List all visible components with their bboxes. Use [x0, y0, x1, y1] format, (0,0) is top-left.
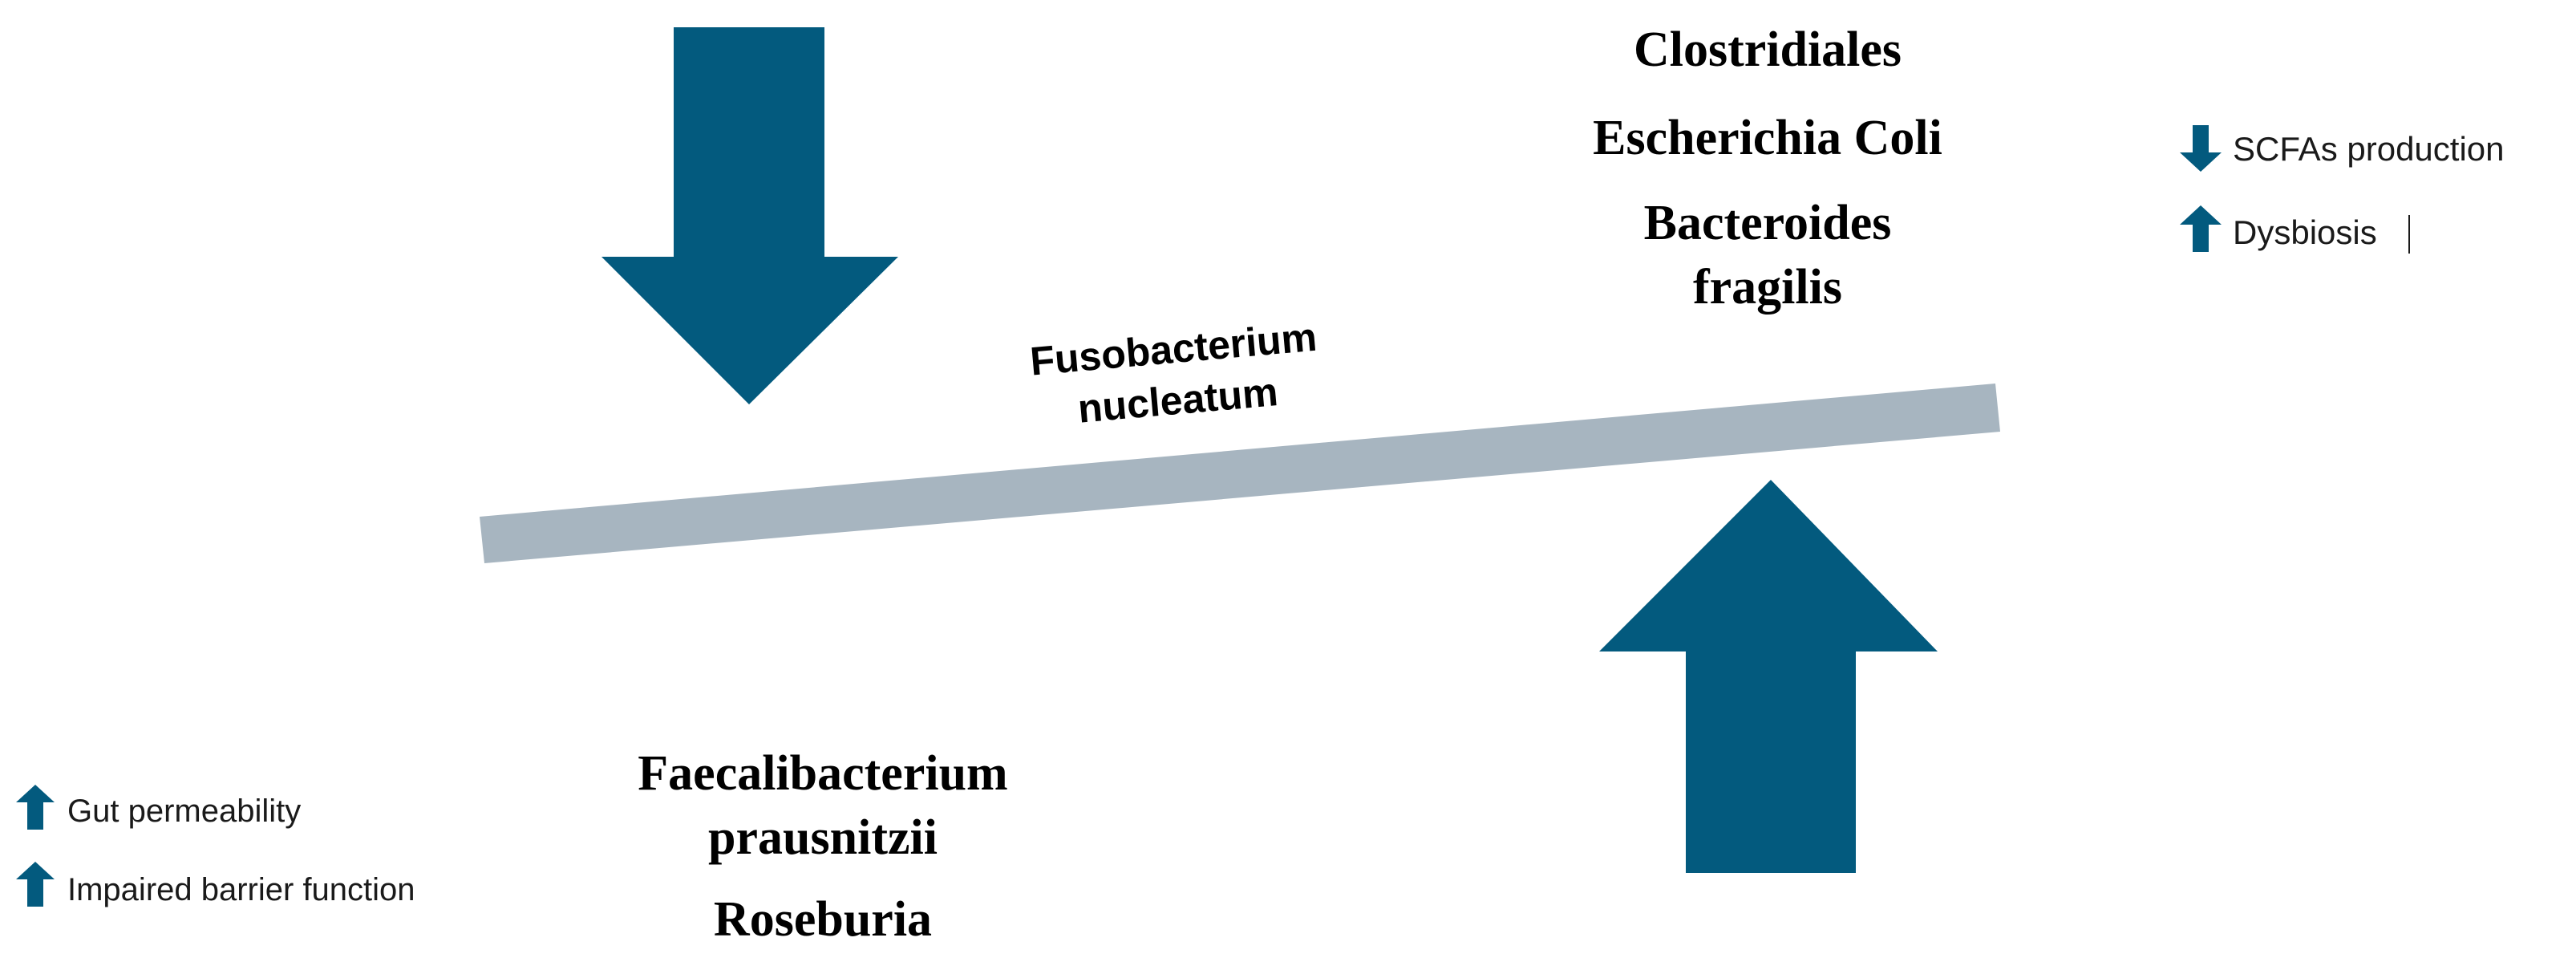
bacteria-escherichia-coli: Escherichia Coli — [1593, 111, 1942, 165]
effect-label: SCFAs production — [2233, 130, 2505, 168]
bacteria-clostridiales: Clostridiales — [1634, 22, 1902, 77]
effect-label: Impaired barrier function — [67, 872, 415, 907]
bacteria-bacteroides-line2: fragilis — [1693, 260, 1842, 315]
small-up-arrow-icon — [16, 862, 55, 907]
top-right-bacteria-group: Clostridiales Escherichia Coli Bacteroid… — [1593, 22, 1942, 315]
bacteria-faecalibacterium-line1: Faecalibacterium — [638, 746, 1007, 801]
small-down-arrow-icon — [2180, 125, 2222, 172]
effect-label: Gut permeability — [67, 794, 301, 829]
bacteria-roseburia: Roseburia — [714, 892, 932, 947]
small-up-arrow-icon — [2180, 205, 2222, 252]
big-down-arrow-icon — [601, 27, 898, 404]
bacteria-faecalibacterium-line2: prausnitzii — [708, 810, 938, 865]
left-effects-legend: Gut permeability Impaired barrier functi… — [16, 785, 415, 907]
bacteria-bacteroides-line1: Bacteroides — [1644, 196, 1892, 250]
effect-dysbiosis: Dysbiosis — [2180, 205, 2410, 254]
effect-label: Dysbiosis — [2233, 213, 2377, 251]
effect-gut-permeability: Gut permeability — [16, 785, 301, 830]
beam-label: Fusobacterium nucleatum — [1028, 315, 1318, 432]
small-up-arrow-icon — [16, 785, 55, 830]
right-effects-legend: SCFAs production Dysbiosis — [2180, 125, 2505, 254]
beam-label-line2: nucleatum — [1076, 369, 1280, 432]
bottom-left-bacteria-group: Faecalibacterium prausnitzii Roseburia — [638, 746, 1007, 947]
big-up-arrow-icon — [1599, 480, 1938, 873]
effect-scfas-production: SCFAs production — [2180, 125, 2505, 172]
effect-impaired-barrier-function: Impaired barrier function — [16, 862, 415, 907]
balance-beam — [480, 384, 2000, 563]
